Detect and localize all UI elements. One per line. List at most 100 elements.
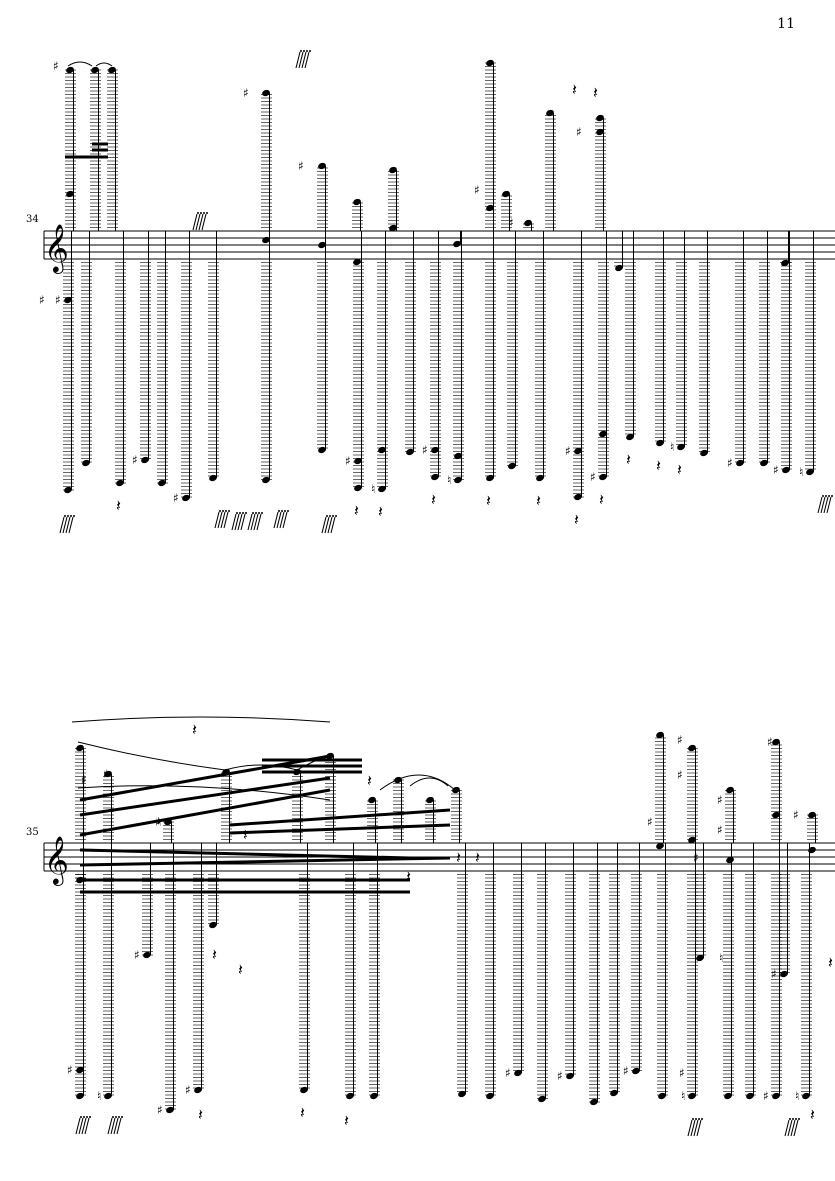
notehead: [536, 474, 544, 482]
quarter-rest-icon: 𝄽: [243, 825, 248, 844]
notehead: [538, 1095, 546, 1103]
quarter-rest-icon: 𝄽: [572, 80, 577, 99]
notehead: [656, 439, 664, 447]
quarter-rest-icon: 𝄽: [116, 496, 121, 515]
quarter-rest-icon: 𝄽: [599, 490, 604, 509]
sharp-icon: ♯: [132, 453, 138, 467]
quarter-rest-icon: 𝄽: [406, 867, 411, 886]
sharp-icon: ♯: [55, 293, 61, 307]
notehead: [64, 296, 72, 304]
notehead: [454, 452, 462, 460]
sharp-icon: ♯: [185, 1083, 191, 1097]
notehead: [76, 1066, 84, 1074]
tremolo-icon: [817, 495, 833, 514]
sharp-icon: ♯: [508, 216, 514, 230]
notehead: [346, 1092, 354, 1100]
notehead: [454, 476, 462, 484]
notehead: [353, 198, 361, 206]
natural-icon: ♮: [670, 440, 674, 454]
quarter-rest-icon: 𝄽: [456, 848, 461, 867]
tremolo-icon: [321, 515, 337, 534]
natural-icon: ♮: [681, 1089, 685, 1103]
quarter-rest-icon: 𝄽: [626, 450, 631, 469]
quarter-rest-icon: 𝄽: [212, 945, 217, 964]
quarter-rest-icon: 𝄽: [378, 502, 383, 521]
notehead: [514, 1069, 522, 1077]
sharp-icon: ♯: [505, 1066, 511, 1080]
notehead: [772, 1092, 780, 1100]
sharp-icon: ♯: [298, 159, 304, 173]
notehead: [406, 448, 414, 456]
notehead: [182, 494, 190, 502]
notehead: [426, 796, 434, 804]
measure-number-35: 35: [26, 827, 39, 838]
quarter-rest-icon: 𝄽: [367, 771, 372, 790]
tremolo-icon: [273, 510, 289, 529]
notehead: [354, 457, 362, 465]
notehead: [626, 433, 634, 441]
notehead: [318, 162, 326, 170]
quarter-rest-icon: 𝄽: [677, 460, 682, 479]
quarter-rest-icon: 𝄽: [475, 848, 480, 867]
natural-icon: ♮: [371, 482, 375, 496]
notehead: [746, 1092, 754, 1100]
notehead: [760, 459, 768, 467]
sharp-icon: ♯: [39, 293, 45, 307]
notehead: [209, 474, 217, 482]
notehead: [452, 786, 460, 794]
sharp-icon: ♯: [590, 470, 596, 484]
sharp-icon: ♯: [157, 1103, 163, 1117]
notehead: [458, 1090, 466, 1098]
notehead: [353, 258, 361, 266]
notehead: [370, 1092, 378, 1100]
tremolo-icon: [75, 1116, 91, 1135]
sharp-icon: ♯: [565, 444, 571, 458]
tremolo-icon: [247, 512, 263, 531]
notehead: [736, 459, 744, 467]
natural-icon: ♮: [97, 1089, 101, 1103]
notehead: [318, 446, 326, 454]
notehead: [453, 240, 461, 248]
natural-icon: ♮: [799, 465, 803, 479]
tremolo-icon: [784, 1118, 800, 1137]
notehead: [502, 190, 510, 198]
notehead: [596, 114, 604, 122]
notehead: [688, 744, 696, 752]
notehead: [368, 796, 376, 804]
sharp-icon: ♯: [677, 768, 683, 782]
notehead: [677, 443, 685, 451]
notehead: [806, 468, 814, 476]
sharp-icon: ♯: [717, 793, 723, 807]
notehead: [486, 474, 494, 482]
notehead: [76, 1092, 84, 1100]
quarter-rest-icon: 𝄽: [354, 501, 359, 520]
notehead: [104, 770, 112, 778]
notehead: [104, 1092, 112, 1100]
notehead: [632, 1067, 640, 1075]
sharp-icon: ♯: [345, 454, 351, 468]
notehead: [431, 473, 439, 481]
quarter-rest-icon: 𝄽: [810, 1105, 815, 1124]
notehead: [486, 1092, 494, 1100]
sharp-icon: ♯: [677, 733, 683, 747]
notehead: [802, 1092, 810, 1100]
treble-clef-icon: 𝄞: [44, 835, 69, 886]
quarter-rest-icon: 𝄽: [828, 953, 833, 972]
notehead: [724, 1092, 732, 1100]
notehead: [166, 1106, 174, 1114]
tremolo-icon: [295, 50, 311, 69]
quarter-rest-icon: 𝄽: [344, 1111, 349, 1130]
notes-system-35: ♯♯♯♯♯♯♯♯♯♯♮♮♮♯♯♯♯♯♯♯♯♯♯♯♮♮𝄽𝄽𝄽𝄽𝄽𝄽𝄽𝄽𝄽𝄽𝄽𝄽𝄽: [67, 720, 833, 1137]
sharp-icon: ♯: [474, 183, 480, 197]
notehead: [658, 1092, 666, 1100]
notehead: [656, 842, 664, 850]
notehead: [688, 836, 696, 844]
quarter-rest-icon: 𝄽: [536, 491, 541, 510]
notehead: [808, 846, 816, 854]
quarter-rest-icon: 𝄽: [238, 960, 243, 979]
sharp-icon: ♯: [693, 851, 699, 865]
page-number: 11: [777, 16, 795, 32]
notehead: [378, 485, 386, 493]
quarter-rest-icon: 𝄽: [574, 510, 579, 529]
sharp-icon: ♯: [717, 823, 723, 837]
